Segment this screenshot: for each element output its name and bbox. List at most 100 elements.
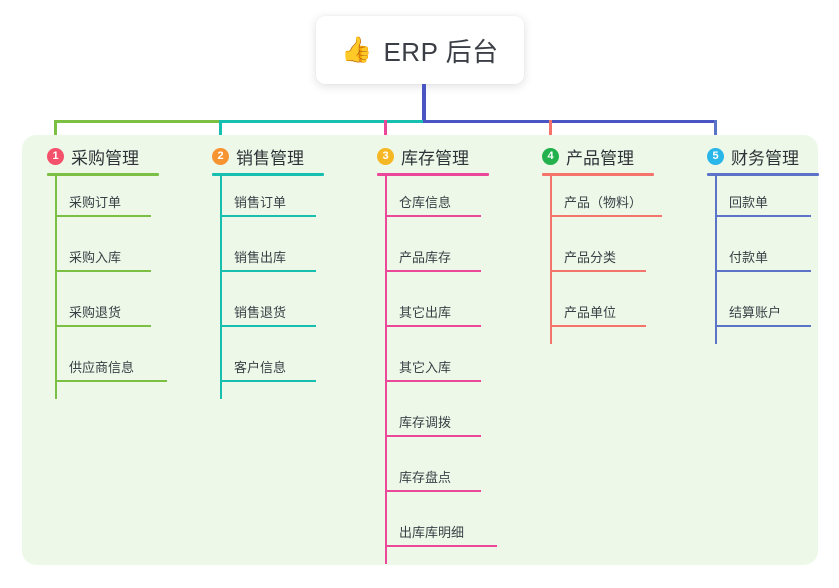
branch-item-label: 供应商信息 xyxy=(69,360,135,375)
branch-item[interactable]: 采购入库 xyxy=(55,234,173,289)
branch-item-label: 其它出库 xyxy=(399,305,452,320)
branch-spine xyxy=(550,176,552,344)
branch-drop-5 xyxy=(714,120,717,145)
branch-item[interactable]: 销售订单 xyxy=(220,179,338,234)
branch-item-underline xyxy=(220,325,316,327)
branch-title: 库存管理 xyxy=(401,148,469,168)
branch-number-badge: 3 xyxy=(377,147,394,165)
branch-item-underline xyxy=(55,270,151,272)
branch-item[interactable]: 仓库信息 xyxy=(385,179,503,234)
branch-item[interactable]: 库存调拨 xyxy=(385,399,503,454)
branch-header-underline xyxy=(377,173,489,176)
thumbs-up-icon: 👍 xyxy=(341,35,373,64)
branch-drop-4 xyxy=(549,120,552,145)
branch-item[interactable]: 销售退货 xyxy=(220,289,338,344)
branches-panel xyxy=(22,135,818,565)
branch-title: 采购管理 xyxy=(71,148,139,168)
branch-item-label: 销售退货 xyxy=(234,305,287,320)
branch-spine xyxy=(385,176,387,564)
branch-item[interactable]: 客户信息 xyxy=(220,344,338,399)
branch-item-label: 回款单 xyxy=(729,195,769,210)
branch-item-label: 付款单 xyxy=(729,250,769,265)
branch-header-4[interactable]: 4 产品管理 xyxy=(528,143,634,169)
branch-item[interactable]: 产品库存 xyxy=(385,234,503,289)
branch-item-underline xyxy=(385,435,481,437)
branch-spine xyxy=(220,176,222,399)
branch-column-1: 1 采购管理采购订单采购入库采购退货供应商信息 xyxy=(33,143,167,399)
branch-item-underline xyxy=(220,270,316,272)
branch-header-1[interactable]: 1 采购管理 xyxy=(33,143,139,169)
branch-item-label: 产品（物料） xyxy=(564,195,643,210)
branch-number-badge: 2 xyxy=(212,147,229,165)
root-stem xyxy=(422,84,426,123)
branch-item-label: 采购入库 xyxy=(69,250,122,265)
branch-column-2: 2 销售管理销售订单销售出库销售退货客户信息 xyxy=(198,143,324,399)
branch-number-badge: 5 xyxy=(707,147,724,165)
branch-item[interactable]: 结算账户 xyxy=(715,289,833,344)
branch-item-underline xyxy=(385,380,481,382)
branch-item-label: 采购退货 xyxy=(69,305,122,320)
branch-spine xyxy=(715,176,717,344)
branch-item-label: 销售订单 xyxy=(234,195,287,210)
branch-item-underline xyxy=(385,490,481,492)
branch-item-label: 库存调拨 xyxy=(399,415,452,430)
bus-segment-1 xyxy=(54,120,221,123)
branch-spine xyxy=(55,176,57,399)
branch-item-underline xyxy=(550,325,646,327)
branch-item-label: 采购订单 xyxy=(69,195,122,210)
branch-item-underline xyxy=(715,325,811,327)
branch-item[interactable]: 回款单 xyxy=(715,179,833,234)
branch-item[interactable]: 其它入库 xyxy=(385,344,503,399)
branch-item-label: 仓库信息 xyxy=(399,195,452,210)
branch-item-label: 其它入库 xyxy=(399,360,452,375)
branch-item-label: 出库库明细 xyxy=(399,525,465,540)
branch-item[interactable]: 采购退货 xyxy=(55,289,173,344)
branch-item-underline xyxy=(55,325,151,327)
branch-number-badge: 1 xyxy=(47,147,64,165)
branch-item-label: 库存盘点 xyxy=(399,470,452,485)
branch-item[interactable]: 其它出库 xyxy=(385,289,503,344)
branch-item[interactable]: 产品分类 xyxy=(550,234,668,289)
branch-item-label: 结算账户 xyxy=(729,305,782,320)
branch-column-3: 3 库存管理仓库信息产品库存其它出库其它入库库存调拨库存盘点出库库明细 xyxy=(363,143,497,564)
branch-item-underline xyxy=(550,215,662,217)
branch-item[interactable]: 采购订单 xyxy=(55,179,173,234)
root-node-content: 👍 ERP 后台 xyxy=(341,32,498,69)
branch-drop-1 xyxy=(54,120,57,145)
branch-title: 销售管理 xyxy=(236,148,304,168)
branch-item[interactable]: 销售出库 xyxy=(220,234,338,289)
branch-item[interactable]: 库存盘点 xyxy=(385,454,503,509)
branch-item[interactable]: 供应商信息 xyxy=(55,344,173,399)
branch-number-badge: 4 xyxy=(542,147,559,165)
branch-item[interactable]: 产品（物料） xyxy=(550,179,668,234)
branch-header-underline xyxy=(542,173,654,176)
branch-drop-2 xyxy=(219,120,222,145)
branch-header-underline xyxy=(707,173,819,176)
branch-header-underline xyxy=(212,173,324,176)
branch-header-2[interactable]: 2 销售管理 xyxy=(198,143,304,169)
branch-item-label: 产品分类 xyxy=(564,250,617,265)
branch-item-underline xyxy=(385,325,481,327)
branch-item-label: 客户信息 xyxy=(234,360,287,375)
branch-title: 产品管理 xyxy=(566,148,634,168)
root-node-title: ERP 后台 xyxy=(383,36,499,67)
bus-segment-3 xyxy=(423,120,716,123)
branch-item[interactable]: 付款单 xyxy=(715,234,833,289)
branch-item-label: 产品库存 xyxy=(399,250,452,265)
branch-item-underline xyxy=(715,215,811,217)
bus-segment-2 xyxy=(219,120,425,123)
branch-header-underline xyxy=(47,173,159,176)
branch-item-underline xyxy=(55,380,167,382)
root-node[interactable]: 👍 ERP 后台 xyxy=(316,16,524,84)
branch-item-label: 销售出库 xyxy=(234,250,287,265)
branch-item-underline xyxy=(715,270,811,272)
branch-item[interactable]: 产品单位 xyxy=(550,289,668,344)
branch-item-underline xyxy=(220,215,316,217)
branch-drop-3 xyxy=(384,120,387,145)
branch-item-underline xyxy=(220,380,316,382)
branch-item[interactable]: 出库库明细 xyxy=(385,509,503,564)
branch-header-3[interactable]: 3 库存管理 xyxy=(363,143,469,169)
branch-item-underline xyxy=(55,215,151,217)
